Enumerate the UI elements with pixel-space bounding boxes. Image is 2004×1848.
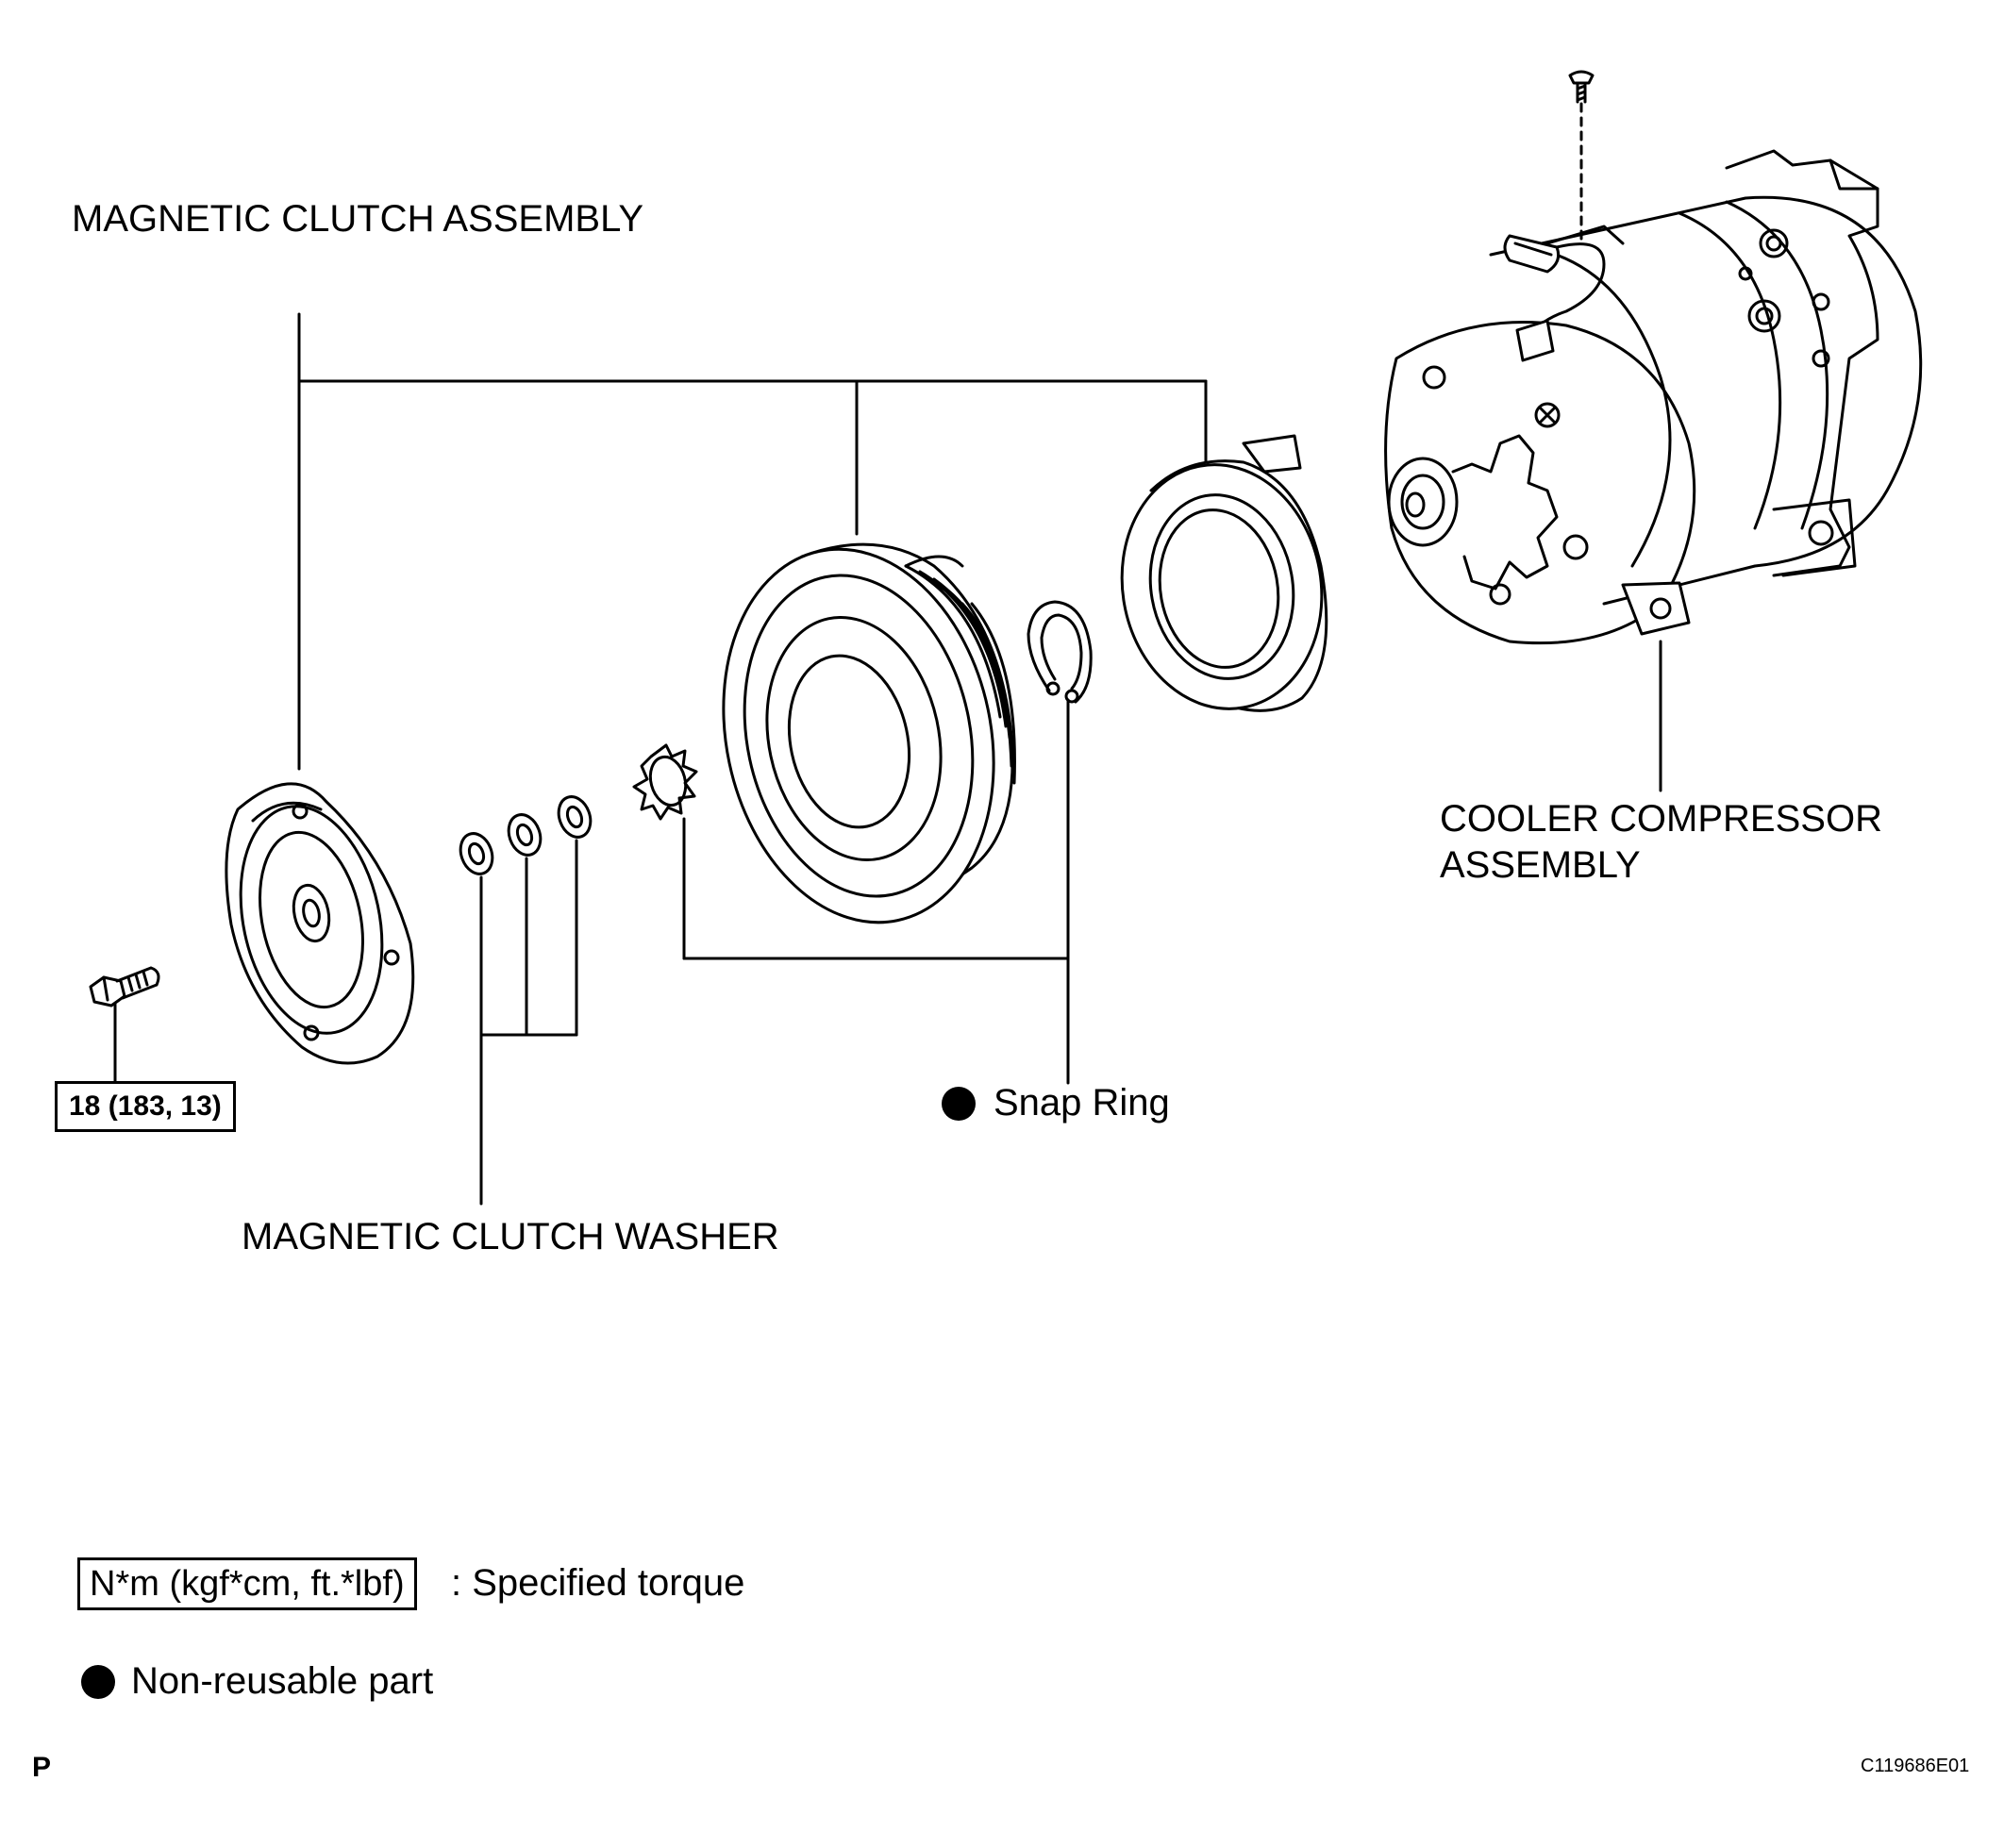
- screw: [1570, 72, 1593, 102]
- cooler-compressor-label-line2: ASSEMBLY: [1440, 844, 1641, 886]
- bolt: [91, 968, 159, 1006]
- legend-non-reusable-icon: [81, 1665, 115, 1699]
- field-coil: [1103, 436, 1341, 724]
- compressor: [1386, 151, 1921, 643]
- legend-torque-text: : Specified torque: [451, 1562, 745, 1604]
- figure-code: C119686E01: [1861, 1756, 1970, 1776]
- legend-torque-box: N*m (kgf*cm, ft.*lbf): [77, 1557, 417, 1610]
- washers: [455, 792, 595, 878]
- magnetic-clutch-assembly-label: MAGNETIC CLUTCH ASSEMBLY: [72, 198, 644, 240]
- footer-mark: P: [32, 1752, 52, 1783]
- magnetic-clutch-washer-label: MAGNETIC CLUTCH WASHER: [242, 1216, 779, 1257]
- pressure-plate: [221, 784, 413, 1063]
- non-reusable-marker-icon: [942, 1087, 976, 1121]
- torque-spec-box: 18 (183, 13): [55, 1081, 236, 1132]
- leader-lines: [115, 104, 1661, 1204]
- pulley: [690, 524, 1027, 947]
- legend-non-reusable-text: Non-reusable part: [131, 1660, 434, 1702]
- snap-ring-label: Snap Ring: [994, 1082, 1170, 1124]
- cooler-compressor-label-line1: COOLER COMPRESSOR: [1440, 798, 1882, 840]
- snap-ring: [1028, 602, 1091, 702]
- shim-ring: [634, 745, 696, 819]
